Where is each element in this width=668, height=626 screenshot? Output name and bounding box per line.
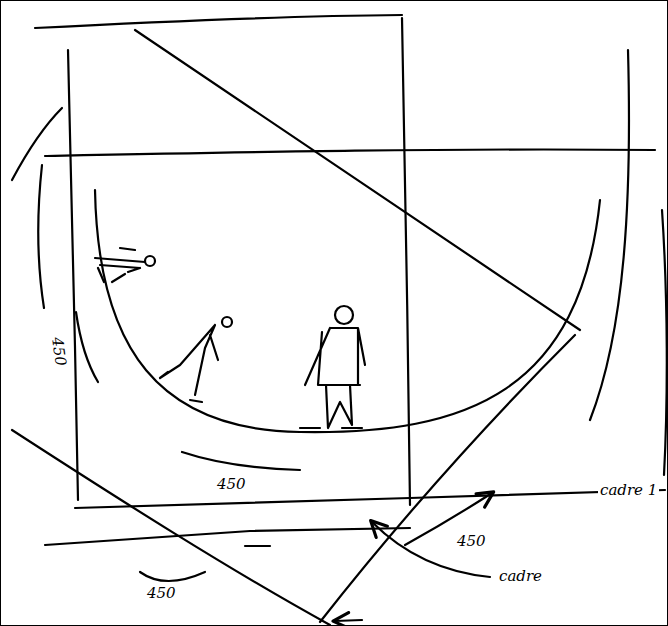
lower-line-2 <box>250 528 410 531</box>
left-diagonal <box>12 430 330 625</box>
figure-head <box>222 317 232 327</box>
horizon-line <box>45 149 655 156</box>
u-curve <box>95 190 600 432</box>
lower-line <box>45 531 250 545</box>
dimension-label: 450 <box>215 476 248 493</box>
figure-body <box>160 325 218 402</box>
cadre-line <box>75 490 665 508</box>
dimension-label: 450 <box>145 585 178 602</box>
dimension-label: 450 <box>455 533 488 550</box>
inner-arc <box>76 312 98 382</box>
outer-arc <box>38 165 44 308</box>
small-arrow <box>335 620 362 621</box>
top-line <box>35 15 402 28</box>
diagonal-line <box>135 30 580 330</box>
leaning-figure <box>160 317 232 402</box>
cadre-arrow <box>372 522 490 577</box>
corner-line <box>12 108 62 180</box>
lying-figure <box>95 248 155 282</box>
left-vertical <box>68 50 78 500</box>
middle-vertical <box>402 18 410 505</box>
standing-figure <box>300 306 365 428</box>
far-right-line <box>662 210 667 475</box>
dimension-label: cadre <box>497 568 544 585</box>
figure-body <box>95 248 145 282</box>
figure-head <box>335 306 353 324</box>
dimension-label: 450 <box>47 335 69 370</box>
measure-arc <box>182 452 300 470</box>
dimension-label: cadre 1 <box>598 482 659 499</box>
measure-arc-bottom <box>140 572 205 581</box>
figure-head <box>145 256 155 266</box>
dash-mark <box>245 545 270 547</box>
figure-body <box>300 328 365 428</box>
